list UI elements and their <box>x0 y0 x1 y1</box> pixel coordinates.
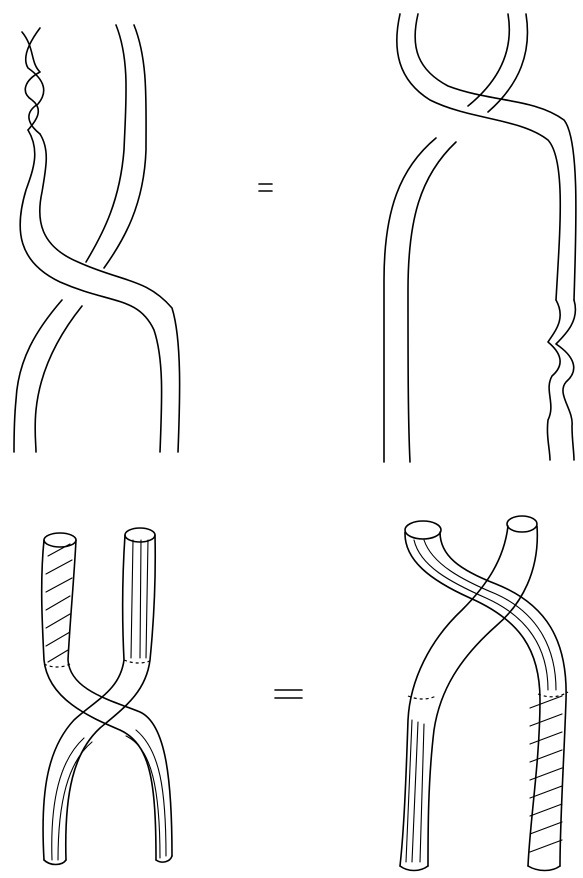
top-equals-sign <box>259 184 272 191</box>
bottom-equals-sign <box>275 690 302 698</box>
top-left-twisted-ribbons <box>14 25 180 452</box>
top-right-twisted-ribbons <box>384 14 576 462</box>
bottom-right-tube-crossing <box>400 516 568 871</box>
bottom-left-tube-crossing <box>42 528 172 865</box>
